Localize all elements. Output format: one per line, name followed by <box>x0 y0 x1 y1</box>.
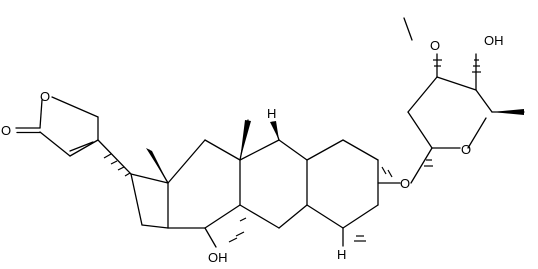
bond-c-2 <box>204 139 241 161</box>
bond-lactone-o-ch2 <box>51 96 99 118</box>
bond-b-1 <box>239 139 280 161</box>
atom-oh-sugar: OH <box>484 33 504 48</box>
atom-o-lactone: O <box>40 89 50 104</box>
wedge-c9-h <box>270 121 279 140</box>
atom-o-glycoside: O <box>400 176 410 191</box>
bond-b-2 <box>278 139 308 161</box>
atom-h-c9: H <box>267 106 276 121</box>
bond-sugar-4 <box>475 89 493 113</box>
bond-lactone-double <box>69 141 94 152</box>
wedge-bonds <box>146 109 524 183</box>
atom-o-sugar-ring: O <box>461 142 471 157</box>
bond-d-4 <box>130 173 143 226</box>
bond-lines <box>15 17 525 248</box>
bond-d-3 <box>141 224 169 229</box>
bond-o-c1sugar <box>410 147 433 184</box>
wedge-c13-methyl <box>146 148 168 183</box>
bond-b-5 <box>239 204 280 229</box>
atom-labels: O O OH H H O O O OH <box>1 33 504 265</box>
bond-lactone-c-co <box>39 131 71 157</box>
bond-c-4 <box>204 204 241 229</box>
bond-d-1 <box>130 173 169 184</box>
bond-a-1 <box>306 139 344 161</box>
bond-lactone-to-c17 <box>97 139 132 175</box>
bond-lactone-c-c <box>69 139 99 157</box>
bond-o-me <box>403 17 413 41</box>
bond-sugar-1 <box>407 111 433 149</box>
bond-lactone-c-o <box>39 99 43 129</box>
bond-a-2 <box>342 139 379 161</box>
hashed-bonds <box>103 59 481 243</box>
atom-h-c5: H <box>337 247 346 262</box>
bond-c14-oh <box>204 227 217 248</box>
bond-a-5 <box>306 204 344 229</box>
atom-o-methoxy: O <box>430 38 440 53</box>
atom-o-ketone: O <box>1 123 11 138</box>
wedge-sugar-methyl <box>492 109 524 115</box>
bond-sugar-3 <box>436 76 477 91</box>
bond-b-4 <box>278 204 308 229</box>
atom-oh-c14: OH <box>208 250 228 264</box>
wedge-c10-methyl <box>240 120 251 160</box>
bond-a-4 <box>342 204 379 229</box>
bond-sugar-2 <box>407 76 438 113</box>
bond-sugar-5 <box>467 117 487 149</box>
bond-c-1 <box>167 139 206 184</box>
